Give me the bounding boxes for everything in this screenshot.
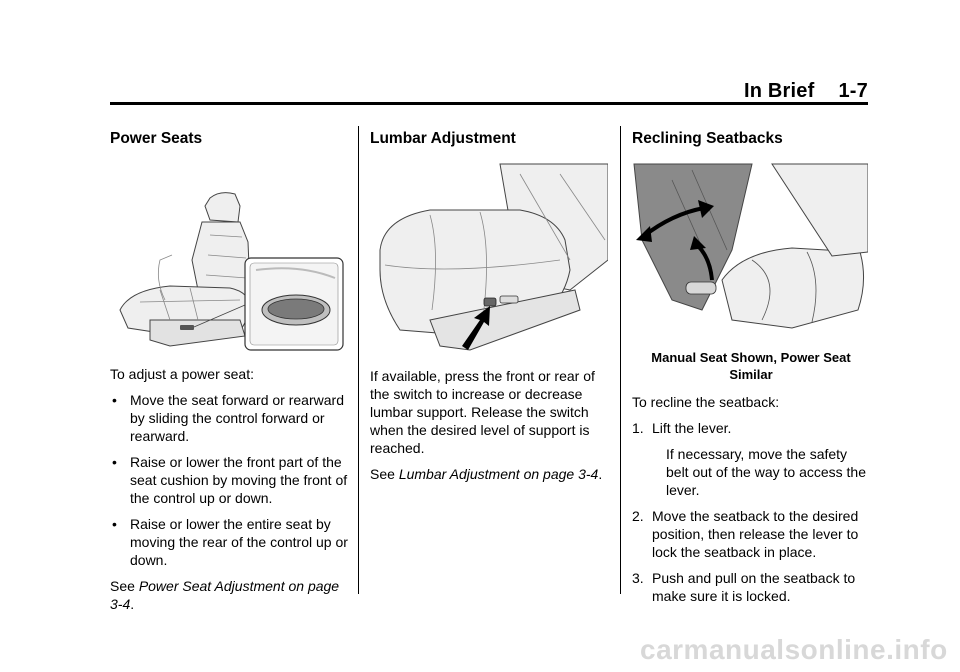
intro-text: To recline the seatback: xyxy=(632,394,780,410)
lumbar-adjustment-section: Lumbar Adjustment If available, press th… xyxy=(370,126,609,491)
see-reference: See Lumbar Adjustment on page 3-4. xyxy=(370,466,603,482)
column-divider xyxy=(620,126,621,594)
section-title: Reclining Seatbacks xyxy=(632,130,783,147)
power-seats-section: Power Seats To adjust a power seat: xyxy=(110,126,348,621)
list-item: •Move the seat forward or rearward by sl… xyxy=(112,392,344,444)
cross-reference-link[interactable]: Lumbar Adjustment on page 3-4 xyxy=(398,466,599,482)
header-section: In Brief xyxy=(743,80,815,102)
cross-reference-link[interactable]: Power Seat Adjustment on page 3-4 xyxy=(110,578,340,612)
watermark: carmanualsonline.info xyxy=(640,634,948,665)
seat-drawing xyxy=(119,192,344,351)
bullet-list: •Move the seat forward or rearward by sl… xyxy=(110,391,348,569)
figure-caption: Manual Seat Shown, Power Seat Similar xyxy=(651,350,851,382)
list-item: 1. Lift the lever. If necessary, move th… xyxy=(632,420,867,498)
header-rule xyxy=(110,102,868,105)
bullet-icon: • xyxy=(112,392,117,408)
lumbar-seat-drawing xyxy=(379,163,609,351)
list-item: •Raise or lower the entire seat by movin… xyxy=(112,516,348,568)
reclining-seatbacks-section: Reclining Seatbacks Manual Seat Shown, P… xyxy=(632,126,870,613)
section-title: Lumbar Adjustment xyxy=(370,130,516,147)
header-page-number: 1-7 xyxy=(838,80,868,102)
body-text: If available, press the front or rear of… xyxy=(370,368,595,456)
steps-list: 1. Lift the lever. If necessary, move th… xyxy=(632,419,870,605)
recline-seat-drawing xyxy=(633,163,869,329)
intro-text: To adjust a power seat: xyxy=(110,366,254,382)
see-reference: See Power Seat Adjustment on page 3-4. xyxy=(110,578,340,612)
bullet-icon: • xyxy=(112,516,117,532)
header-title: In Brief 1-7 xyxy=(744,80,868,103)
lumbar-illustration xyxy=(370,160,609,359)
page-header: In Brief 1-7 xyxy=(110,78,868,106)
column-divider xyxy=(358,126,359,594)
list-item: 3. Push and pull on the seatback to make… xyxy=(632,570,856,604)
list-item: •Raise or lower the front part of the se… xyxy=(112,454,348,506)
recline-illustration xyxy=(632,160,870,343)
section-title: Power Seats xyxy=(110,130,203,147)
power-seat-illustration xyxy=(110,160,348,357)
list-item: 2. Move the seatback to the desired posi… xyxy=(632,508,859,560)
bullet-icon: • xyxy=(112,454,117,470)
